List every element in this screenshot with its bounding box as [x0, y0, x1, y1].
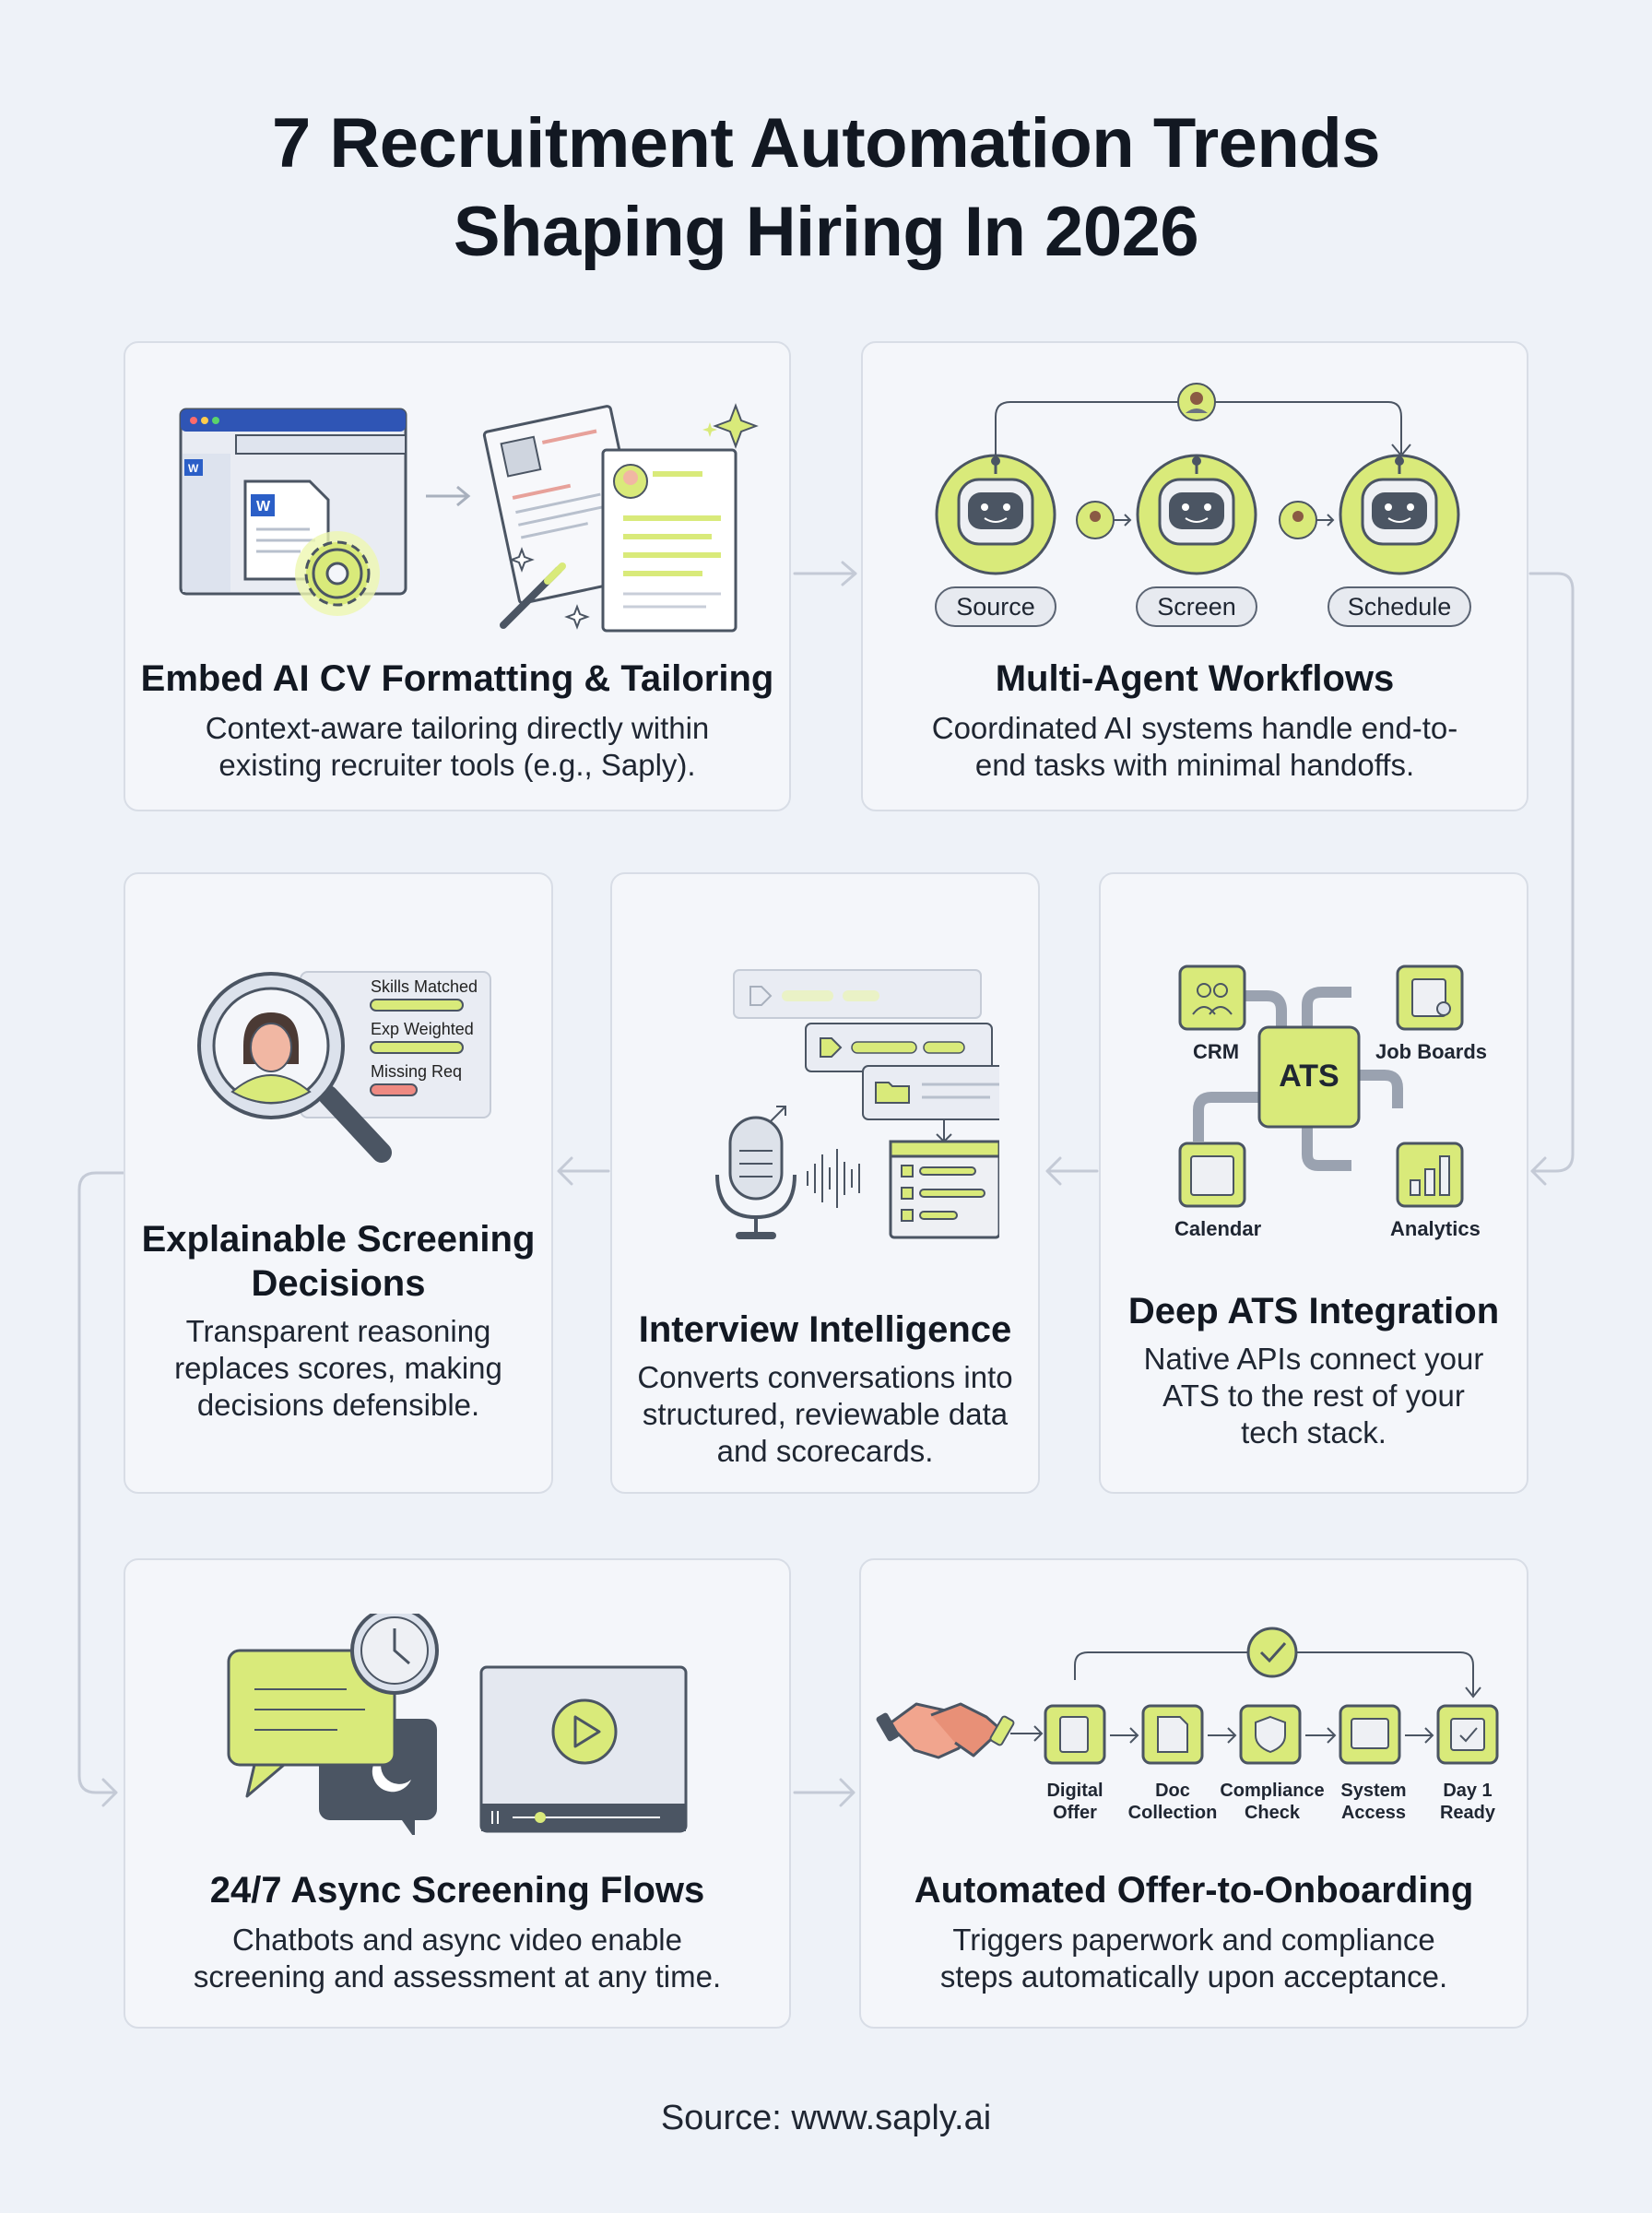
title-line: Decisions — [251, 1263, 426, 1304]
node-label-job-boards: Job Boards — [1375, 1040, 1487, 1063]
card-offer-onboarding: Digital Offer Doc Collection Compliance … — [859, 1558, 1528, 2029]
interview-intelligence-illustration — [715, 969, 999, 1239]
desc-line: tech stack. — [1241, 1415, 1386, 1450]
step-label: Collection — [1128, 1803, 1218, 1823]
card-explainable-screening: Skills Matched Exp Weighted Missing Req … — [124, 872, 553, 1494]
step-label: Compliance — [1220, 1781, 1324, 1801]
card-title: Automated Offer-to-Onboarding — [914, 1870, 1474, 1911]
async-screening-illustration — [227, 1614, 688, 1835]
desc-line: replaces scores, making — [174, 1351, 502, 1385]
step-label: Day 1 — [1443, 1781, 1492, 1801]
agent-pill-screen: Screen — [1136, 586, 1257, 627]
step-label: Check — [1245, 1803, 1301, 1823]
card-title: Interview Intelligence — [638, 1309, 1012, 1350]
card-description: Transparent reasoning replaces scores, m… — [125, 1313, 551, 1424]
card-title: Explainable Screening Decisions — [125, 1217, 551, 1306]
card-ats-integration: CRM Job Boards ATS Calendar Analytics De… — [1099, 872, 1528, 1494]
svg-text:W: W — [256, 499, 271, 515]
card-description: Coordinated AI systems handle end-to- en… — [863, 710, 1527, 784]
desc-line: and scorecards. — [716, 1434, 934, 1468]
desc-line: Context-aware tailoring directly within — [205, 711, 710, 745]
title-line-1: 7 Recruitment Automation Trends — [271, 104, 1381, 183]
desc-line: decisions defensible. — [196, 1388, 480, 1422]
offer-onboarding-illustration: Digital Offer Doc Collection Compliance … — [876, 1627, 1499, 1823]
card-async-screening: 24/7 Async Screening Flows Chatbots and … — [124, 1558, 791, 2029]
explainable-screening-illustration: Skills Matched Exp Weighted Missing Req — [197, 971, 491, 1163]
bar-label-skills: Skills Matched — [371, 977, 478, 996]
card-description: Native APIs connect your ATS to the rest… — [1101, 1341, 1527, 1451]
card-multi-agent: Source Screen Schedule Multi-Agent Workf… — [861, 341, 1528, 811]
robot-icon — [935, 454, 1056, 575]
card-description: Triggers paperwork and compliance steps … — [861, 1922, 1527, 1995]
svg-text:W: W — [188, 462, 199, 475]
desc-line: existing recruiter tools (e.g., Saply). — [218, 748, 696, 782]
card-description: Chatbots and async video enable screenin… — [125, 1922, 789, 1995]
card-interview-intelligence: Interview Intelligence Converts conversa… — [610, 872, 1040, 1494]
page-title: 7 Recruitment Automation Trends Shaping … — [0, 100, 1652, 277]
agent-pill-schedule: Schedule — [1328, 586, 1471, 627]
step-label: Doc — [1155, 1781, 1190, 1801]
step-label: Access — [1341, 1803, 1406, 1823]
desc-line: steps automatically upon acceptance. — [939, 1959, 1448, 1994]
desc-line: Converts conversations into — [637, 1360, 1013, 1394]
desc-line: Coordinated AI systems handle end-to- — [931, 711, 1458, 745]
step-label: Ready — [1440, 1803, 1496, 1823]
card-title: Embed AI CV Formatting & Tailoring — [140, 658, 774, 699]
step-label: System — [1340, 1781, 1406, 1801]
agent-pill-source: Source — [935, 586, 1056, 627]
bar-label-exp: Exp Weighted — [371, 1020, 474, 1038]
desc-line: end tasks with minimal handoffs. — [974, 748, 1415, 782]
bar-label-missing: Missing Req — [371, 1062, 462, 1081]
desc-line: screening and assessment at any time. — [193, 1959, 722, 1994]
node-label-calendar: Calendar — [1174, 1217, 1262, 1240]
desc-line: Triggers paperwork and compliance — [952, 1923, 1435, 1957]
title-line: Explainable Screening — [141, 1219, 536, 1260]
card-title: Multi-Agent Workflows — [995, 658, 1395, 699]
card-description: Converts conversations into structured, … — [612, 1359, 1038, 1470]
robot-icon — [1136, 454, 1257, 575]
step-label: Offer — [1053, 1803, 1097, 1823]
card-cv-formatting: W W Embed AI CV Formatt — [124, 341, 791, 811]
ats-integration-illustration: CRM Job Boards ATS Calendar Analytics — [1174, 964, 1487, 1240]
handshake-icon — [876, 1702, 1015, 1759]
ats-hub-label: ATS — [1279, 1059, 1339, 1094]
title-line-2: Shaping Hiring In 2026 — [453, 193, 1199, 271]
cv-formatting-illustration: W W — [179, 403, 759, 633]
card-title: Deep ATS Integration — [1127, 1291, 1500, 1331]
card-title: 24/7 Async Screening Flows — [209, 1870, 705, 1911]
desc-line: structured, reviewable data — [642, 1397, 1009, 1431]
desc-line: Transparent reasoning — [185, 1314, 491, 1348]
desc-line: Chatbots and async video enable — [231, 1923, 682, 1957]
robot-icon — [1339, 454, 1460, 575]
step-label: Digital — [1046, 1781, 1103, 1801]
desc-line: ATS to the rest of your — [1162, 1379, 1465, 1413]
source-credit: Source: www.saply.ai — [660, 2099, 992, 2137]
multi-agent-illustration — [935, 383, 1460, 575]
node-label-analytics: Analytics — [1390, 1217, 1481, 1240]
desc-line: Native APIs connect your — [1143, 1342, 1484, 1376]
node-label-crm: CRM — [1193, 1040, 1239, 1063]
card-description: Context-aware tailoring directly within … — [125, 710, 789, 784]
